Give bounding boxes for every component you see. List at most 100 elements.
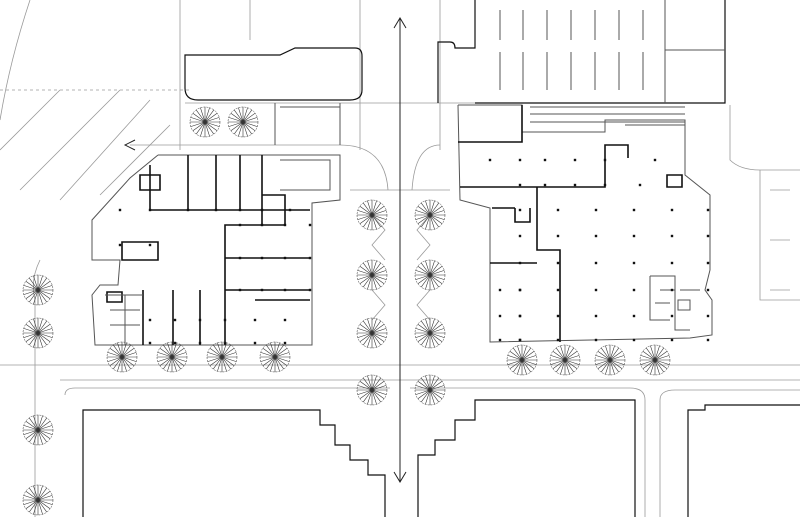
column [173, 341, 177, 345]
column [706, 314, 710, 318]
column [148, 341, 152, 345]
axis-arrow-vertical [393, 17, 407, 483]
column [148, 318, 152, 322]
column [556, 338, 560, 342]
tree-symbol [356, 199, 388, 231]
column [706, 208, 710, 212]
column [632, 338, 636, 342]
tree-symbol [22, 484, 54, 516]
tree-symbol [639, 344, 671, 376]
column [603, 158, 607, 162]
left-building [91, 154, 341, 346]
column [573, 183, 577, 187]
column [518, 158, 522, 162]
column [556, 261, 560, 265]
column [223, 341, 227, 345]
column [594, 288, 598, 292]
column [632, 234, 636, 238]
column [556, 288, 560, 292]
column [670, 261, 674, 265]
column [253, 318, 257, 322]
column [308, 223, 312, 227]
column [706, 288, 710, 292]
column [556, 234, 560, 238]
column [260, 256, 264, 260]
column [238, 288, 242, 292]
column [594, 208, 598, 212]
tree-symbol [549, 344, 581, 376]
column [518, 208, 522, 212]
column [518, 261, 522, 265]
tree-symbol [22, 317, 54, 349]
tree-symbol [22, 274, 54, 306]
column [223, 318, 227, 322]
tree-symbol [414, 374, 446, 406]
column [573, 158, 577, 162]
tree-symbol [506, 344, 538, 376]
tree-symbol [356, 259, 388, 291]
column [638, 183, 642, 187]
column [543, 158, 547, 162]
column [706, 234, 710, 238]
right-building [457, 104, 713, 343]
trees [22, 106, 671, 516]
column [670, 314, 674, 318]
bottom-blocks [82, 399, 800, 517]
column [518, 183, 522, 187]
column [603, 183, 607, 187]
column [198, 318, 202, 322]
tree-symbol [414, 199, 446, 231]
column [706, 261, 710, 265]
tree-symbol [414, 317, 446, 349]
column [198, 341, 202, 345]
tree-symbol [227, 106, 259, 138]
column [632, 261, 636, 265]
column [148, 243, 152, 247]
column [308, 256, 312, 260]
column [518, 234, 522, 238]
tree-symbol [106, 341, 138, 373]
column [283, 341, 287, 345]
column [238, 256, 242, 260]
column [118, 208, 122, 212]
column [518, 338, 522, 342]
tree-symbol [22, 414, 54, 446]
column [238, 208, 242, 212]
column [518, 314, 522, 318]
column [518, 288, 522, 292]
tree-symbol [259, 341, 291, 373]
column [653, 158, 657, 162]
tree-symbol [189, 106, 221, 138]
column [670, 234, 674, 238]
column [283, 256, 287, 260]
column [670, 288, 674, 292]
column [594, 261, 598, 265]
column [173, 318, 177, 322]
column [288, 208, 292, 212]
column [543, 183, 547, 187]
column [670, 338, 674, 342]
column [260, 223, 264, 227]
tree-symbol [356, 317, 388, 349]
column [556, 314, 560, 318]
column [283, 288, 287, 292]
column [594, 338, 598, 342]
column [238, 223, 242, 227]
column [594, 314, 598, 318]
column [260, 208, 264, 212]
column [118, 243, 122, 247]
column [283, 223, 287, 227]
column [632, 314, 636, 318]
structural-columns [118, 158, 710, 345]
column [308, 288, 312, 292]
column [498, 288, 502, 292]
parking-structure [437, 0, 726, 104]
column [283, 318, 287, 322]
tree-symbol [206, 341, 238, 373]
column [670, 208, 674, 212]
top-left-building [184, 47, 363, 145]
tree-symbol [156, 341, 188, 373]
column [488, 158, 492, 162]
column [556, 208, 560, 212]
tree-symbol [356, 374, 388, 406]
